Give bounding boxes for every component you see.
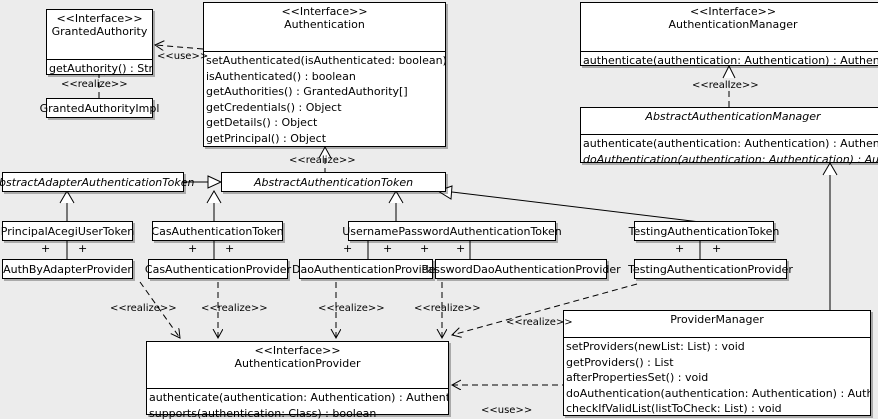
multiplicity-upat-left: + (383, 242, 393, 255)
class-granted-authority-impl[interactable]: GrantedAuthorityImpl (40, 98, 159, 118)
class-title: GrantedAuthority (51, 25, 148, 38)
class-title: ProviderManager (670, 313, 764, 326)
class-title: PasswordDaoAuthenticationProvider (421, 262, 621, 276)
class-abstract-authentication-token[interactable]: AbstractAuthenticationToken (221, 172, 446, 192)
multiplicity-principal-left: + (41, 242, 51, 255)
operation: setProviders(newList: List) : void (566, 340, 745, 353)
multiplicity-testing-left: + (675, 242, 685, 255)
multiplicity-testing-right: + (712, 242, 722, 255)
class-username-password-authentication-token[interactable]: UsernamePasswordAuthenticationToken (342, 221, 562, 241)
class-stereotype: <<Interface>> (689, 5, 777, 18)
operation: authenticate(authentication: Authenticat… (149, 391, 448, 404)
operation: getPrincipal() : Object (206, 131, 327, 145)
operation: getDetails() : Object (206, 116, 318, 129)
class-abstract-adapter-authentication-token[interactable]: AbstractAdapterAuthenticationToken (0, 172, 194, 192)
edge-label-realize-granted-authority-impl: <<realize>> (61, 79, 128, 90)
operations-compartment: setAuthenticated(isAuthenticated: boolea… (204, 52, 445, 147)
operation: getAuthority() : String (49, 62, 152, 75)
edge-label-realize-password-dao-provider: <<realize>> (414, 303, 481, 314)
edge-testingauthenticationtoken-extends-abstractauthenticationtoken (436, 185, 701, 223)
operation: afterPropertiesSet() : void (566, 371, 709, 384)
operation: supports(authentication: Class) : boolea… (149, 406, 377, 419)
operation: setAuthenticated(isAuthenticated: boolea… (206, 54, 445, 67)
class-title: CasAuthenticationProvider (144, 262, 292, 276)
operation: authenticate(authentication: Authenticat… (583, 54, 878, 67)
class-stereotype: <<Interface>> (56, 12, 143, 25)
operations-compartment: getAuthority() : String (47, 60, 152, 78)
edge-label-realize-provider-manager: <<realize>> (506, 317, 573, 328)
edge-label-use-granted-authority: <<use>> (157, 51, 209, 62)
operations-compartment: authenticate(authentication: Authenticat… (581, 135, 878, 168)
class-title: CasAuthenticationToken (151, 224, 284, 238)
class-title: Authentication (284, 18, 365, 31)
class-title: AbstractAdapterAuthenticationToken (0, 175, 195, 189)
class-title: AuthenticationManager (668, 18, 798, 31)
class-title: AbstractAuthenticationToken (253, 175, 414, 189)
class-title: AbstractAuthenticationManager (645, 110, 821, 123)
class-testing-authentication-token[interactable]: TestingAuthenticationToken (629, 221, 779, 241)
multiplicity-principal-right: + (78, 242, 88, 255)
edge-principalacegiusertoken-extends-abstractadapter (59, 190, 75, 221)
edge-label-realize-auth-by-adapter: <<realize>> (110, 303, 177, 314)
operation: checkIfValidList(listToCheck: List) : vo… (566, 402, 782, 415)
edge-providermanager-extends-abstractauthenticationmanager (822, 162, 838, 310)
class-stereotype: <<Interface>> (254, 344, 341, 357)
class-provider-manager[interactable]: ProviderManager setProviders(newList: Li… (563, 310, 871, 416)
class-auth-by-adapter-provider[interactable]: AuthByAdapterProvider (2, 259, 133, 279)
multiplicity-upat-right: + (343, 242, 353, 255)
class-authentication-manager[interactable]: <<Interface>> AuthenticationManager auth… (580, 2, 878, 67)
class-cas-authentication-token[interactable]: CasAuthenticationToken (151, 221, 284, 241)
class-cas-authentication-provider[interactable]: CasAuthenticationProvider (144, 259, 292, 279)
class-authentication-provider[interactable]: <<Interface>> AuthenticationProvider aut… (146, 341, 449, 419)
edge-label-realize-abstract-authentication-token: <<realize>> (289, 155, 356, 166)
multiplicity-upat-far: + (456, 242, 466, 255)
class-principal-acegi-user-token[interactable]: PrincipalAcegiUserToken (0, 221, 135, 241)
multiplicity-upat-mid: + (420, 242, 430, 255)
class-title: TestingAuthenticationToken (628, 224, 780, 238)
edge-label-realize-dao-provider: <<realize>> (318, 303, 385, 314)
class-title: UsernamePasswordAuthenticationToken (342, 224, 562, 238)
operation: doAuthentication(authentication: Authent… (583, 152, 878, 166)
edge-label-use-provider-manager: <<use>> (481, 405, 533, 416)
class-title: AuthenticationProvider (234, 357, 361, 370)
edge-casauthenticationtoken-extends-abstractauthenticationtoken (206, 190, 222, 221)
class-title: GrantedAuthorityImpl (39, 101, 160, 115)
edge-usernamepasswordtoken-extends-abstractauthenticationtoken (388, 190, 404, 221)
edge-label-realize-abstract-authentication-manager: <<realize>> (692, 80, 759, 91)
class-testing-authentication-provider[interactable]: TestingAuthenticationProvider (628, 259, 793, 279)
operation: getAuthorities() : GrantedAuthority[] (206, 85, 408, 98)
class-title: AuthByAdapterProvider (3, 262, 132, 276)
operation: authenticate(authentication: Authenticat… (583, 137, 878, 150)
operation: isAuthenticated() : boolean (206, 69, 356, 83)
operations-compartment: authenticate(authentication: Authenticat… (581, 52, 878, 70)
class-granted-authority[interactable]: <<Interface>> GrantedAuthority getAuthor… (46, 9, 153, 75)
operation: doAuthentication(authentication: Authent… (566, 386, 870, 400)
class-stereotype: <<Interface>> (281, 5, 368, 18)
multiplicity-cas-left: + (188, 242, 198, 255)
operation: getProviders() : List (566, 355, 674, 369)
operations-compartment: authenticate(authentication: Authenticat… (147, 389, 448, 419)
class-dao-authentication-provider[interactable]: DaoAuthenticationProvider (292, 259, 440, 279)
class-title: DaoAuthenticationProvider (292, 262, 440, 276)
class-password-dao-authentication-provider[interactable]: PasswordDaoAuthenticationProvider (421, 259, 621, 279)
class-abstract-authentication-manager[interactable]: AbstractAuthenticationManager authentica… (580, 107, 878, 166)
class-authentication[interactable]: <<Interface>> Authentication setAuthenti… (203, 2, 446, 147)
class-title: PrincipalAcegiUserToken (0, 224, 135, 238)
multiplicity-cas-right: + (225, 242, 235, 255)
operations-compartment: setProviders(newList: List) : void getPr… (564, 338, 870, 418)
operation: getCredentials() : Object (206, 100, 342, 114)
edge-authentication-uses-grantedauthority (155, 45, 204, 49)
edge-label-realize-cas-provider: <<realize>> (201, 303, 268, 314)
class-title: TestingAuthenticationProvider (628, 262, 793, 276)
